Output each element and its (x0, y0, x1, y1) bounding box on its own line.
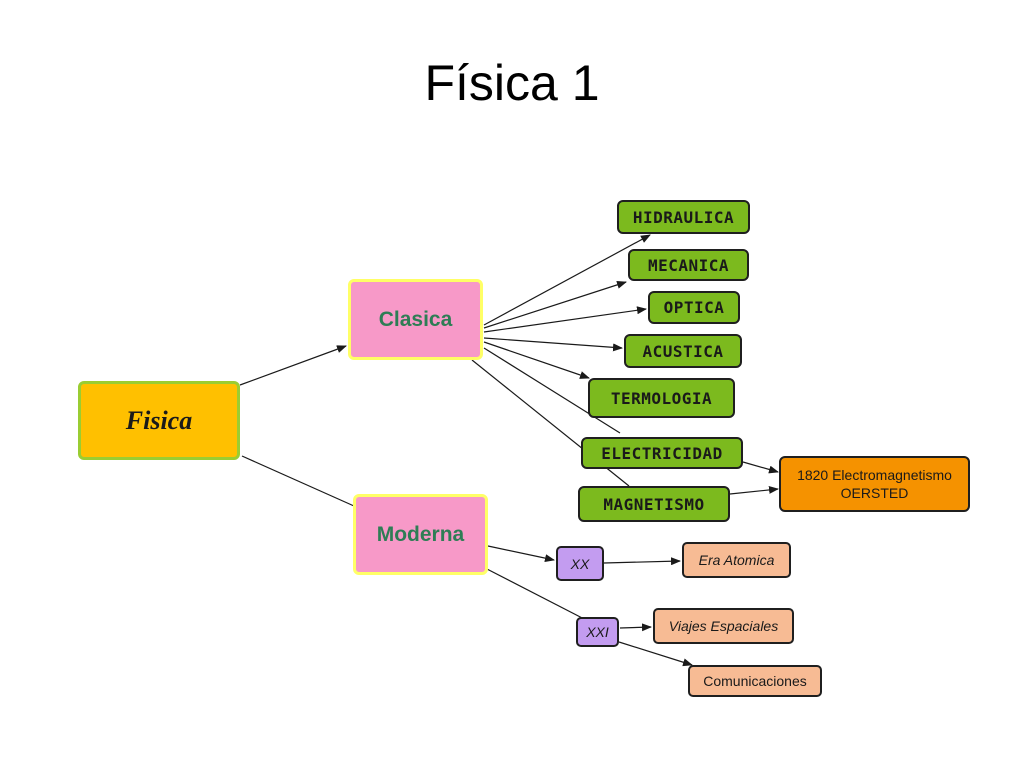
connector-xxi-viajes (619, 623, 652, 632)
connector-clasica-termologia (483, 341, 590, 379)
node-electromagnetismo: 1820 Electromagnetismo OERSTED (779, 456, 970, 512)
connector-clasica-optica (483, 306, 647, 333)
node-magnetismo: MAGNETISMO (578, 486, 730, 522)
root-node-fisica: Fisica (78, 381, 240, 460)
oersted-label: OERSTED (840, 485, 909, 501)
connector-clasica-acustica (483, 337, 623, 352)
connector-electricidad-electromagnetismo (742, 461, 779, 474)
node-comunicaciones: Comunicaciones (688, 665, 822, 697)
node-viajes-espaciales: Viajes Espaciales (653, 608, 794, 644)
node-optica: OPTICA (648, 291, 740, 324)
node-hidraulica: HIDRAULICA (617, 200, 750, 234)
connector-clasica-mecanica (483, 280, 627, 329)
connector-xxi-comunicaciones (618, 641, 693, 667)
node-moderna: Moderna (353, 494, 488, 575)
slide-title: Física 1 (424, 55, 600, 111)
node-century-xx: XX (556, 546, 604, 581)
electromagnetismo-label: 1820 Electromagnetismo (797, 467, 952, 483)
node-mecanica: MECANICA (628, 249, 749, 281)
node-century-xxi: XXI (576, 617, 619, 647)
node-acustica: ACUSTICA (624, 334, 742, 368)
connector-fisica-clasica (239, 345, 347, 386)
connector-fisica-moderna (241, 455, 355, 507)
connector-clasica-electricidad (483, 347, 621, 434)
connector-moderna-xx (487, 545, 555, 563)
node-era-atomica: Era Atomica (682, 542, 791, 578)
node-clasica: Clasica (348, 279, 483, 360)
node-electricidad: ELECTRICIDAD (581, 437, 743, 469)
connector-moderna-xxi (484, 567, 591, 623)
node-termologia: TERMOLOGIA (588, 378, 735, 418)
connector-xx-era-atomica (603, 557, 681, 566)
connector-magnetismo-electromagnetismo (729, 485, 779, 495)
connector-clasica-hidraulica (483, 234, 651, 326)
